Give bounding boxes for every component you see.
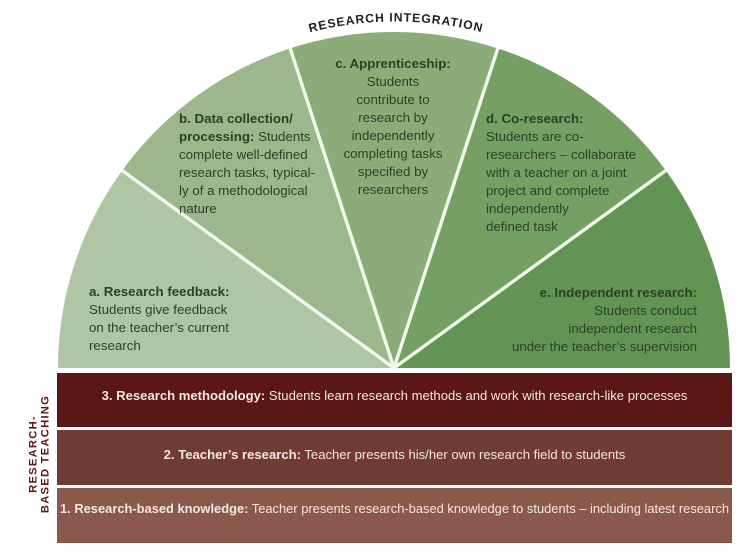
svg-text:RESEARCH INTEGRATION: RESEARCH INTEGRATION: [307, 10, 485, 35]
